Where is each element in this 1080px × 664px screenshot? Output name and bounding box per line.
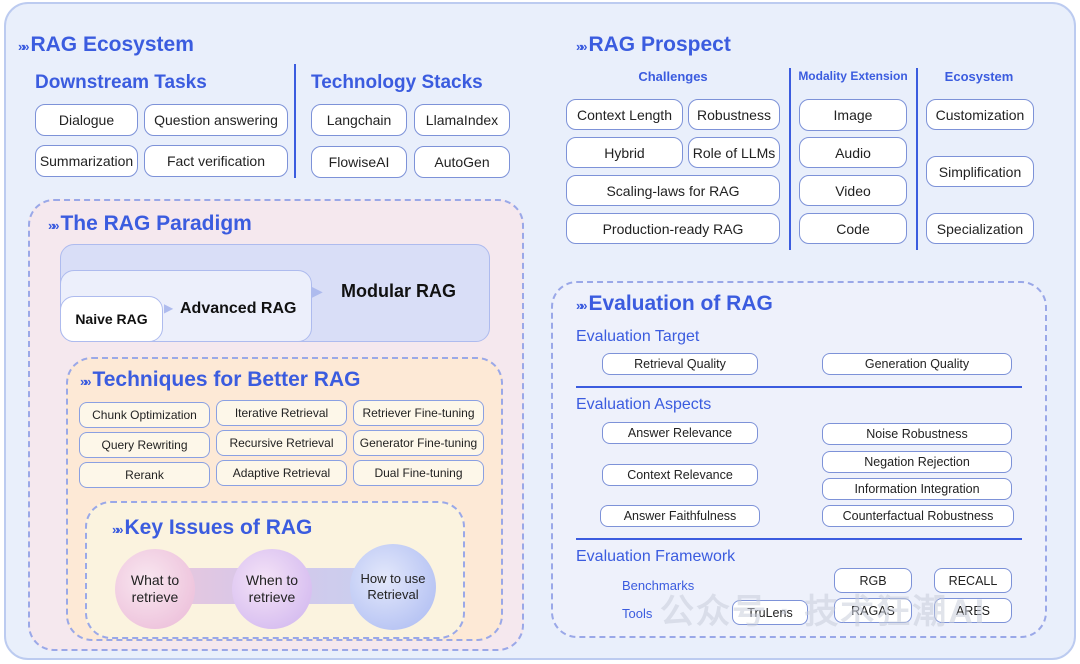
naive-rag-box: Naive RAG <box>60 296 163 342</box>
techniques-title: Techniques for Better RAG <box>92 368 361 391</box>
challenge-context-length: Context Length <box>566 99 683 130</box>
challenge-role-of-llms: Role of LLMs <box>688 137 780 168</box>
technique-iterative-retrieval: Iterative Retrieval <box>216 400 347 426</box>
framework-ares: ARES <box>934 598 1012 623</box>
tools-label: Tools <box>622 606 653 621</box>
target-retrieval-quality: Retrieval Quality <box>602 353 758 375</box>
prospect-heading: »»RAG Prospect <box>576 33 731 57</box>
benchmarks-label: Benchmarks <box>622 578 695 593</box>
challenge-robustness: Robustness <box>688 99 780 130</box>
paradigm-heading: »»The RAG Paradigm <box>48 212 252 236</box>
aspect-counterfactual-robustness: Counterfactual Robustness <box>822 505 1014 527</box>
modality-audio: Audio <box>799 137 907 168</box>
eco-title: Ecosystem <box>944 69 1014 84</box>
stacks-title: Technology Stacks <box>311 72 483 93</box>
eval-divider-2 <box>576 538 1022 540</box>
technique-dual-fine-tuning: Dual Fine-tuning <box>353 460 484 486</box>
prospect-title: RAG Prospect <box>588 33 731 56</box>
issue-how: How to use Retrieval <box>350 544 436 630</box>
eval-divider-1 <box>576 386 1022 388</box>
watermark: 公众号 · 技术狂潮AI <box>660 593 987 631</box>
technique-chunk-optimization: Chunk Optimization <box>79 402 210 428</box>
key-issues-heading: »»Key Issues of RAG <box>112 516 312 540</box>
eco-specialization: Specialization <box>926 213 1034 244</box>
eval-target-title: Evaluation Target <box>576 328 700 345</box>
arrow-right-icon: ▶ <box>164 301 174 315</box>
task-fact-verification: Fact verification <box>144 145 288 177</box>
aspect-context-relevance: Context Relevance <box>602 464 758 486</box>
double-chevron-icon: »» <box>576 39 588 54</box>
technique-retriever-fine-tuning: Retriever Fine-tuning <box>353 400 484 426</box>
aspect-answer-relevance: Answer Relevance <box>602 422 758 444</box>
double-chevron-icon: »» <box>48 218 60 233</box>
ecosystem-heading: »»RAG Ecosystem <box>18 33 194 57</box>
modality-image: Image <box>799 99 907 131</box>
challenges-title: Challenges <box>638 69 708 84</box>
challenge-production-ready: Production-ready RAG <box>566 213 780 244</box>
double-chevron-icon: »» <box>80 374 92 389</box>
issue-when: When to retrieve <box>232 549 312 629</box>
evaluation-title: Evaluation of RAG <box>588 292 773 315</box>
advanced-rag-label: Advanced RAG <box>180 300 297 317</box>
prospect-divider-1 <box>789 68 791 250</box>
aspect-answer-faithfulness: Answer Faithfulness <box>600 505 760 527</box>
double-chevron-icon: »» <box>18 39 30 54</box>
modality-code: Code <box>799 213 907 244</box>
double-chevron-icon: »» <box>576 298 588 313</box>
modality-title: Modality Extension <box>798 69 908 83</box>
naive-rag-label: Naive RAG <box>75 311 148 327</box>
ecosystem-divider <box>294 64 296 178</box>
aspect-noise-robustness: Noise Robustness <box>822 423 1012 445</box>
challenge-hybrid: Hybrid <box>566 137 683 168</box>
eval-framework-title: Evaluation Framework <box>576 548 736 565</box>
challenge-scaling-laws: Scaling-laws for RAG <box>566 175 780 206</box>
key-issues-title: Key Issues of RAG <box>124 516 313 539</box>
eval-aspects-title: Evaluation Aspects <box>576 396 712 413</box>
stack-llamaindex: LlamaIndex <box>414 104 510 136</box>
eco-customization: Customization <box>926 99 1034 130</box>
stack-flowiseai: FlowiseAI <box>311 146 407 178</box>
technique-rerank: Rerank <box>79 462 210 488</box>
downstream-title: Downstream Tasks <box>35 72 207 93</box>
stack-autogen: AutoGen <box>414 146 510 178</box>
framework-recall: RECALL <box>934 568 1012 593</box>
prospect-divider-2 <box>916 68 918 250</box>
modular-rag-label: Modular RAG <box>341 281 456 301</box>
task-summarization: Summarization <box>35 145 138 177</box>
technique-recursive-retrieval: Recursive Retrieval <box>216 430 347 456</box>
target-generation-quality: Generation Quality <box>822 353 1012 375</box>
stack-langchain: Langchain <box>311 104 407 136</box>
paradigm-title: The RAG Paradigm <box>60 212 252 235</box>
evaluation-heading: »»Evaluation of RAG <box>576 292 773 316</box>
task-question-answering: Question answering <box>144 104 288 136</box>
technique-generator-fine-tuning: Generator Fine-tuning <box>353 430 484 456</box>
framework-ragas: RAGAS <box>834 598 912 623</box>
eco-simplification: Simplification <box>926 156 1034 187</box>
issue-what: What to retrieve <box>115 549 195 629</box>
task-dialogue: Dialogue <box>35 104 138 136</box>
aspect-information-integration: Information Integration <box>822 478 1012 500</box>
arrow-right-icon: ▶ <box>312 283 323 299</box>
double-chevron-icon: »» <box>112 522 124 537</box>
aspect-negation-rejection: Negation Rejection <box>822 451 1012 473</box>
framework-rgb: RGB <box>834 568 912 593</box>
technique-adaptive-retrieval: Adaptive Retrieval <box>216 460 347 486</box>
ecosystem-title: RAG Ecosystem <box>30 33 194 56</box>
framework-trulens: TruLens <box>732 600 808 625</box>
technique-query-rewriting: Query Rewriting <box>79 432 210 458</box>
modality-video: Video <box>799 175 907 206</box>
techniques-heading: »»Techniques for Better RAG <box>80 368 360 392</box>
